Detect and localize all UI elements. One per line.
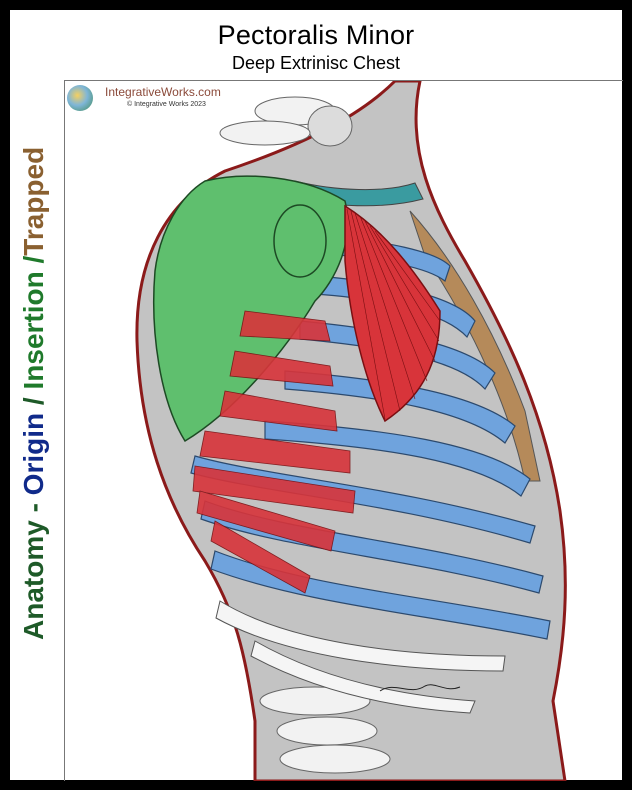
page-subtitle: Deep Extrinisc Chest xyxy=(231,53,401,73)
glenoid xyxy=(273,204,327,278)
illustration-panel: IntegrativeWorks.com © Integrative Works… xyxy=(64,80,623,781)
side-title-sep1: / xyxy=(18,389,49,413)
copyright-text: © Integrative Works 2023 xyxy=(127,101,206,108)
spine xyxy=(219,96,391,774)
side-title: Anatomy - Origin / Insertion /Trapped xyxy=(12,140,56,640)
brand-logo-icon xyxy=(67,85,93,111)
side-title-insertion: Insertion xyxy=(18,271,49,390)
anatomy-illustration xyxy=(135,81,567,781)
side-title-origin: Origin xyxy=(18,412,49,496)
side-title-anatomy: Anatomy - xyxy=(18,495,49,640)
pectoralis-minor-fibers xyxy=(346,208,441,420)
serratus-muscle xyxy=(192,310,356,594)
brand-name: IntegrativeWorks.com xyxy=(105,85,221,99)
pectoralis-minor xyxy=(344,204,441,423)
side-title-sep2: / xyxy=(18,255,49,272)
ribs-lower xyxy=(215,600,506,714)
page-title: Pectoralis Minor xyxy=(217,20,415,50)
side-title-trapped: Trapped xyxy=(18,146,49,256)
signature xyxy=(379,684,461,692)
poster-frame: Pectoralis Minor Deep Extrinisc Chest An… xyxy=(10,10,623,781)
